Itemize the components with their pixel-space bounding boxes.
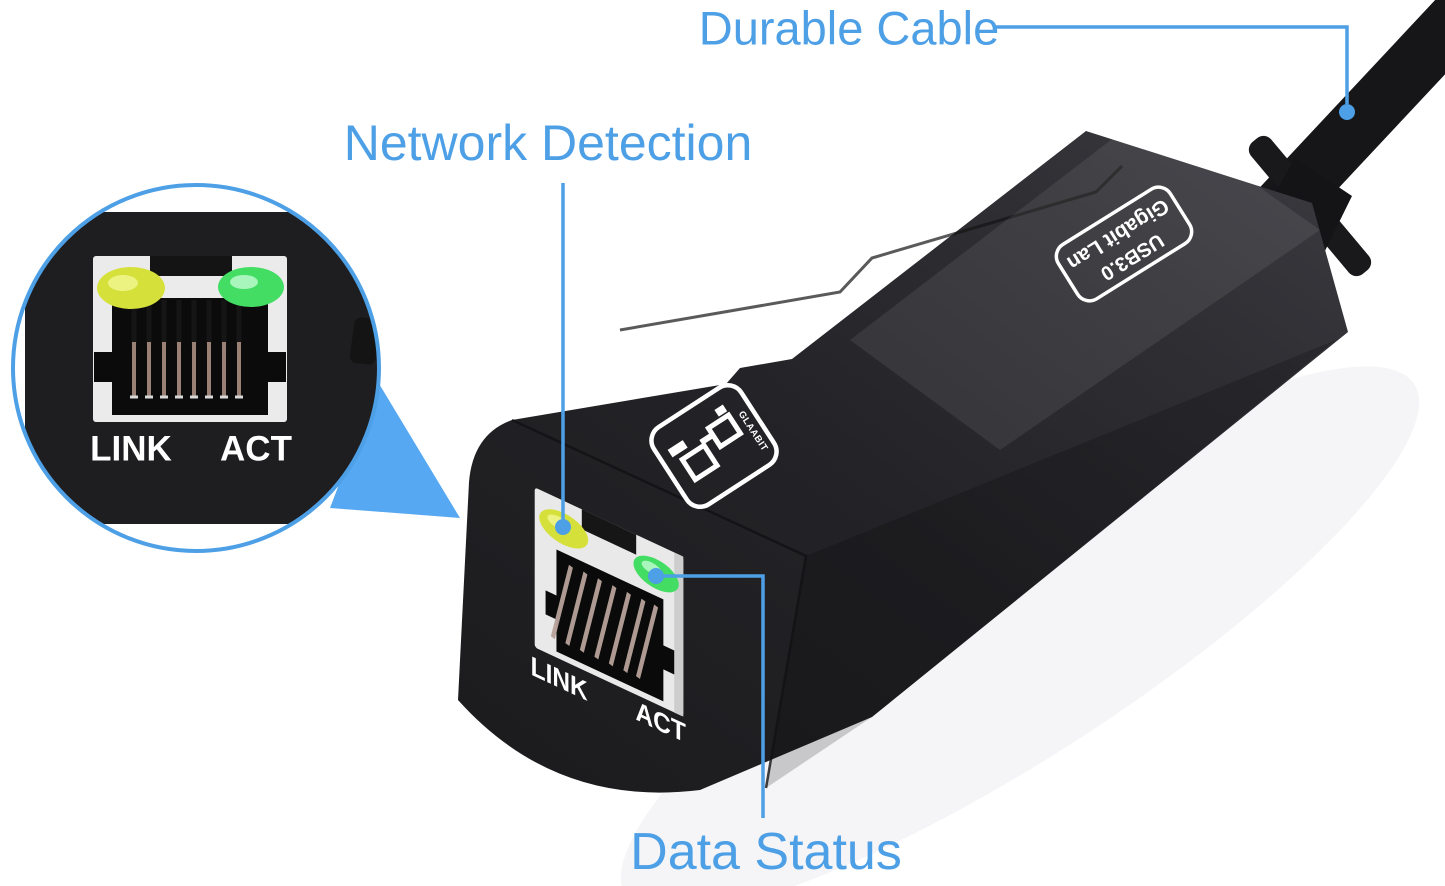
inset-port-top-key (150, 256, 232, 276)
magnifier-content: LINK ACT (25, 212, 379, 524)
inset-side-nub (349, 317, 379, 365)
top-face-sheen (850, 110, 1320, 450)
magnifier-ring (11, 183, 381, 553)
data-status-label: Data Status (630, 823, 902, 881)
data-status-dot (648, 568, 664, 584)
durable-cable-dot (1339, 104, 1355, 120)
brand-logo-border (649, 382, 779, 510)
spec-label-border (1054, 185, 1194, 303)
device-shadow (620, 366, 1420, 886)
brand-monogram (667, 404, 744, 484)
inset-act-label: ACT (220, 430, 292, 469)
magnifier-pointer (330, 382, 460, 518)
durable-cable-line (995, 25, 1349, 104)
front-face-edge (511, 418, 808, 789)
data-status-line (664, 574, 765, 818)
durable-cable-label: Durable Cable (699, 2, 999, 55)
port-bezel-shade (674, 552, 684, 717)
port-top-key (581, 509, 637, 555)
top-ridge-edge (619, 164, 1124, 332)
front-port-face: LINK ACT (531, 488, 686, 749)
network-detection-dot (555, 519, 571, 535)
inset-act-led-highlight (230, 275, 258, 289)
body-side-shade (766, 340, 1336, 788)
network-detection-label: Network Detection (344, 115, 753, 171)
inset-rj45-pins (130, 300, 243, 399)
inset-link-label: LINK (90, 430, 172, 469)
rj45-pins (550, 564, 659, 680)
inset-link-led-highlight (108, 275, 138, 291)
magnifier-inset: LINK ACT (11, 183, 381, 553)
callout-lines (561, 25, 1349, 818)
